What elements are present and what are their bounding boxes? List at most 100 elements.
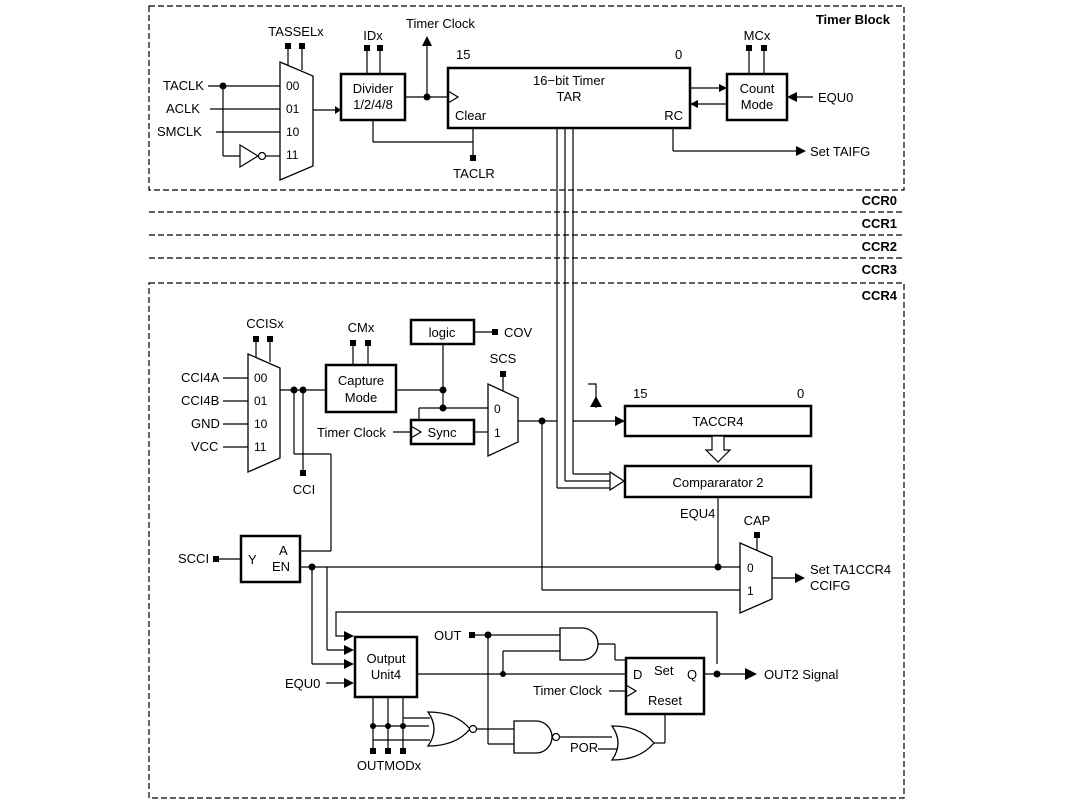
ff-q: Q	[687, 667, 697, 682]
tar-label-1: 16−bit Timer	[533, 73, 606, 88]
tassel-sel-10: 10	[286, 125, 300, 139]
tar-bus	[556, 128, 626, 492]
ccr4-block: CCI4A CCI4B GND VCC 00 01 10 11 CCISx CC…	[178, 316, 891, 773]
scs-sel-1: 1	[494, 426, 501, 440]
set-taifg-label: Set TAIFG	[810, 144, 870, 159]
tar-bit0: 0	[675, 47, 682, 62]
scs-label: SCS	[490, 351, 517, 366]
ff-d: D	[633, 667, 642, 682]
down-arrow-icon	[704, 435, 732, 463]
section-frames: Timer Block CCR0 CCR1 CCR2 CCR3 CCR4	[148, 5, 905, 799]
output-unit-label-2: Unit4	[371, 667, 401, 682]
logic-label: logic	[429, 325, 456, 340]
latch-en: EN	[272, 559, 290, 574]
scs-sel-0: 0	[494, 402, 501, 416]
out2-signal-label: OUT2 Signal	[764, 667, 839, 682]
cci4b-label: CCI4B	[181, 393, 219, 408]
tassel-sel-00: 00	[286, 79, 300, 93]
cci4a-label: CCI4A	[181, 370, 220, 385]
vcc-label: VCC	[191, 439, 218, 454]
cap-sel-0: 0	[747, 561, 754, 575]
tar-box	[446, 66, 692, 130]
taccr-bit0: 0	[797, 386, 804, 401]
ccr2-label: CCR2	[862, 239, 897, 254]
cov-label: COV	[504, 325, 533, 340]
divider-label-2: 1/2/4/8	[353, 97, 393, 112]
tassel-mux	[279, 61, 314, 181]
aclk-label: ACLK	[166, 101, 200, 116]
ccis-label: CCISx	[246, 316, 284, 331]
count-mode-label-2: Mode	[741, 97, 774, 112]
output-unit-label-1: Output	[366, 651, 405, 666]
out-label: OUT	[434, 628, 462, 643]
tar-label-2: TAR	[556, 89, 581, 104]
ccis-sel-01: 01	[254, 394, 268, 408]
count-mode-label-1: Count	[740, 81, 775, 96]
taclk-label: TACLK	[163, 78, 204, 93]
scs-mux	[487, 382, 519, 458]
tar-bit15: 15	[456, 47, 470, 62]
count-mode-box	[725, 72, 789, 122]
ccr0-label: CCR0	[862, 193, 897, 208]
capture-mode-label-2: Mode	[345, 390, 378, 405]
scci-label: SCCI	[178, 551, 209, 566]
ccis-sel-00: 00	[254, 371, 268, 385]
timer-clock-label: Timer Clock	[406, 16, 475, 31]
equ0-in-label: EQU0	[285, 676, 320, 691]
gnd-label: GND	[191, 416, 220, 431]
capture-mode-box	[324, 363, 398, 414]
set-flag-label-1: Set TA1CCR4	[810, 562, 891, 577]
cap-mux	[739, 542, 773, 614]
timer-block: TACLK ACLK SMCLK 00 01 10 11 TASSELx Div…	[157, 16, 870, 181]
flip-flop-box	[624, 656, 706, 716]
smclk-label: SMCLK	[157, 124, 202, 139]
cap-sel-1: 1	[747, 584, 754, 598]
por-label: POR	[570, 740, 598, 755]
sync-label: Sync	[428, 425, 457, 440]
timer-block-frame	[148, 5, 905, 191]
divider-label-1: Divider	[353, 81, 394, 96]
ccis-mux	[247, 353, 281, 473]
or-gate	[610, 725, 655, 761]
tassel-sel-01: 01	[286, 102, 300, 116]
outmod-label: OUTMODx	[357, 758, 422, 773]
cap-label: CAP	[744, 513, 771, 528]
ccr1-label: CCR1	[862, 216, 897, 231]
scci-latch-box	[239, 534, 302, 584]
ff-clock-label: Timer Clock	[533, 683, 602, 698]
and-gate-lower	[513, 720, 553, 754]
tar-rc: RC	[664, 108, 683, 123]
equ0-label: EQU0	[818, 90, 853, 105]
taccr4-box	[623, 404, 813, 438]
and-gate-upper	[559, 627, 599, 661]
tassel-label: TASSELx	[268, 24, 324, 39]
cm-label: CMx	[348, 320, 375, 335]
set-flag-label-2: CCIFG	[810, 578, 850, 593]
tassel-sel-11: 11	[286, 148, 299, 162]
taclr-label: TACLR	[453, 166, 495, 181]
inverter-icon	[239, 143, 260, 169]
ff-set: Set	[654, 663, 674, 678]
ccr3-label: CCR3	[862, 262, 897, 277]
output-unit-box	[353, 635, 419, 699]
sync-timer-clock-label: Timer Clock	[317, 425, 386, 440]
ccr4-frame	[148, 282, 905, 799]
taccr4-label: TACCR4	[692, 414, 743, 429]
ccis-sel-10: 10	[254, 417, 268, 431]
mc-label: MCx	[744, 28, 771, 43]
timer-clock-arrow-icon	[422, 36, 432, 46]
id-label: IDx	[363, 28, 383, 43]
timer-block-title: Timer Block	[816, 12, 891, 27]
tar-clear: Clear	[455, 108, 487, 123]
latch-a: A	[279, 543, 288, 558]
equ4-label: EQU4	[680, 506, 715, 521]
latch-y: Y	[248, 552, 257, 567]
taccr-bit15: 15	[633, 386, 647, 401]
ccr4-label: CCR4	[862, 288, 898, 303]
ccis-sel-11: 11	[254, 440, 267, 454]
capture-mode-label-1: Capture	[338, 373, 384, 388]
cci-label: CCI	[293, 482, 315, 497]
nor-gate	[426, 711, 471, 747]
comparator-label: Compararator 2	[672, 475, 763, 490]
